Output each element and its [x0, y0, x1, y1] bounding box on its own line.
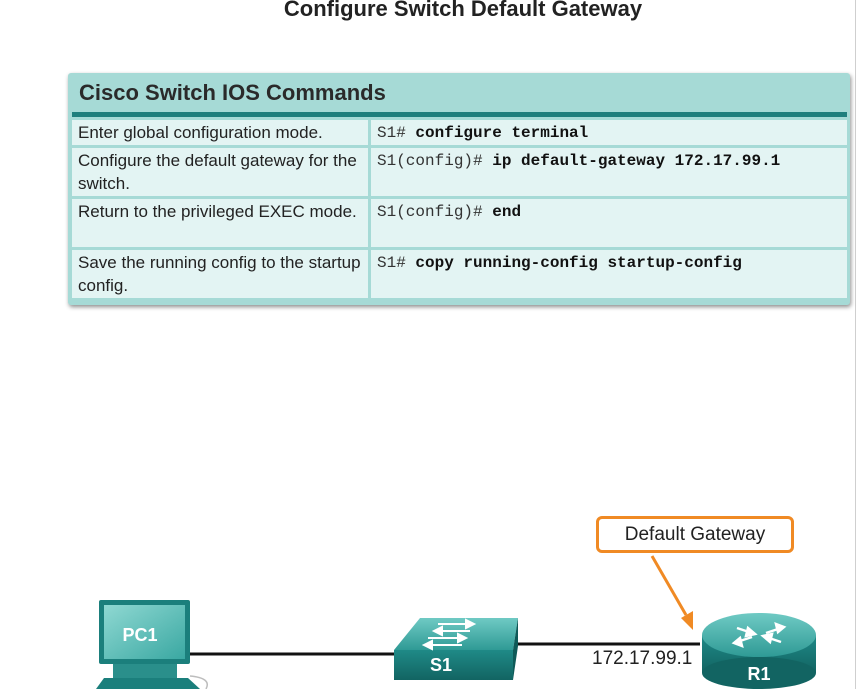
row-description: Configure the default gateway for the sw…	[72, 145, 371, 196]
table-row: Enter global configuration mode. S1# con…	[72, 117, 847, 145]
switch-s1-icon: S1	[394, 618, 518, 680]
s1-label: S1	[430, 655, 452, 675]
row-description: Save the running config to the startup c…	[72, 247, 371, 298]
cli-prompt: S1(config)#	[377, 203, 483, 221]
table-row: Return to the privileged EXEC mode. S1(c…	[72, 196, 847, 247]
callout-arrow	[650, 555, 693, 630]
cli-command: configure terminal	[415, 124, 589, 142]
commands-table: Enter global configuration mode. S1# con…	[72, 117, 847, 298]
row-command: S1(config)# ip default-gateway 172.17.99…	[371, 145, 847, 196]
cli-prompt: S1#	[377, 254, 406, 272]
cli-command: ip default-gateway 172.17.99.1	[492, 152, 781, 170]
page-right-border	[855, 0, 856, 689]
pc1-icon: PC1	[96, 600, 208, 689]
table-row: Configure the default gateway for the sw…	[72, 145, 847, 196]
table-title: Cisco Switch IOS Commands	[79, 80, 386, 105]
ios-commands-panel: Cisco Switch IOS Commands Enter global c…	[68, 73, 850, 305]
cli-command: copy running-config startup-config	[415, 254, 742, 272]
row-description: Enter global configuration mode.	[72, 117, 371, 145]
row-command: S1# configure terminal	[371, 117, 847, 145]
cli-prompt: S1#	[377, 124, 406, 142]
cli-prompt: S1(config)#	[377, 152, 483, 170]
r1-label: R1	[747, 664, 770, 684]
pc1-label: PC1	[122, 625, 157, 645]
title-divider	[72, 112, 847, 117]
default-gateway-callout: Default Gateway	[596, 516, 794, 553]
cli-command: end	[492, 203, 522, 221]
row-description: Return to the privileged EXEC mode.	[72, 196, 371, 247]
row-command: S1# copy running-config startup-config	[371, 247, 847, 298]
page-title: Configure Switch Default Gateway	[283, 0, 643, 21]
row-command: S1(config)# end	[371, 196, 847, 247]
table-row: Save the running config to the startup c…	[72, 247, 847, 298]
gateway-ip-label: 172.17.99.1	[592, 648, 693, 669]
router-r1-icon: R1	[702, 613, 816, 689]
